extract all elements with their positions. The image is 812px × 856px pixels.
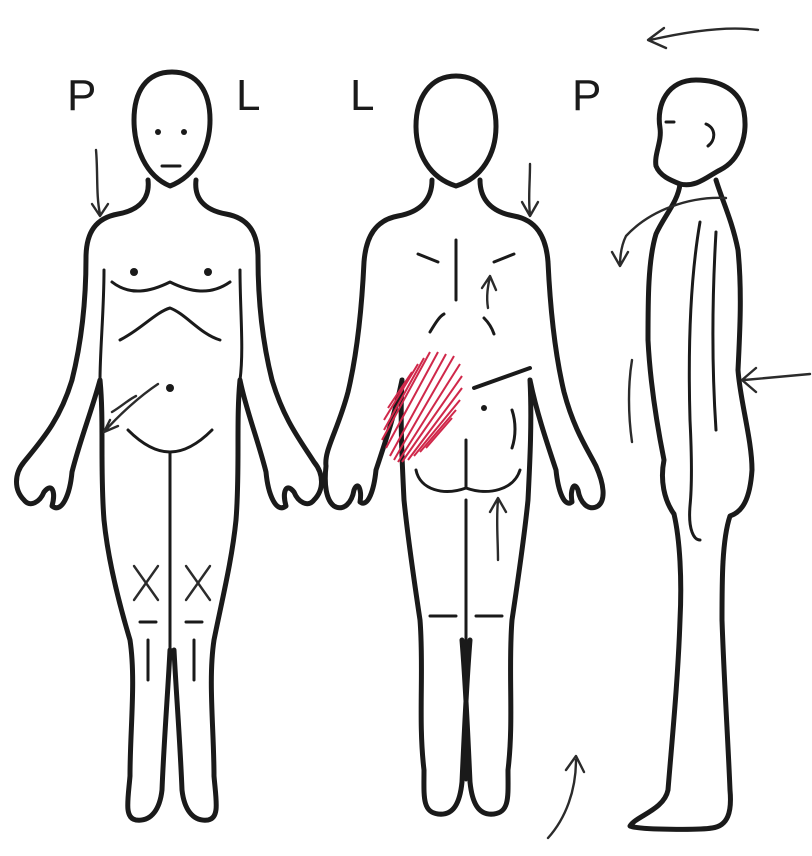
front-body-figure — [17, 72, 322, 820]
side-body-front — [630, 184, 712, 829]
arrow-up-buttock-icon — [490, 498, 506, 560]
front-outline-right — [174, 180, 322, 820]
front-head — [134, 72, 210, 186]
side-arm-back — [713, 232, 716, 430]
front-abdomen-line-mark — [629, 360, 632, 442]
back-hip-right — [512, 410, 515, 448]
front-eye-right — [181, 129, 187, 135]
back-outline-right — [462, 180, 603, 814]
front-ribcage — [120, 308, 220, 340]
label-back-right: P — [572, 71, 601, 120]
back-body-figure — [325, 76, 603, 814]
back-lumbar-dash-mark — [474, 368, 530, 388]
arrow-lower-abdomen-left-icon — [104, 384, 158, 432]
arrow-up-mid-back-icon — [482, 276, 496, 308]
front-nipple-right — [204, 268, 212, 276]
arrow-lumbar-side-icon — [742, 368, 810, 392]
back-waist-left — [430, 314, 444, 332]
side-body-figure — [630, 80, 752, 829]
back-outline-left — [325, 180, 470, 814]
curved-arrow-lower-icon — [548, 756, 584, 838]
front-inner-arm-left — [100, 270, 104, 380]
arrow-top-left-icon — [648, 28, 758, 48]
side-annotations — [612, 28, 810, 442]
front-eye-left — [155, 129, 161, 135]
front-groin — [128, 430, 212, 452]
label-front-right: P — [67, 71, 96, 120]
front-chest — [112, 282, 230, 291]
front-nipple-left — [130, 268, 138, 276]
knee-x-right-icon — [186, 566, 210, 600]
side-ear — [706, 124, 714, 146]
arrow-down-left-shoulder-icon — [92, 150, 108, 216]
arrow-down-right-shoulder-icon — [522, 164, 538, 216]
front-outline-left — [17, 180, 171, 820]
front-navel — [166, 384, 174, 392]
side-body-back — [712, 180, 752, 828]
back-head — [416, 76, 496, 186]
back-waist-right — [484, 318, 494, 334]
back-buttocks — [416, 440, 520, 491]
front-inner-arm-right — [240, 270, 242, 380]
back-scapula-left — [418, 254, 438, 262]
knee-x-left-icon — [134, 566, 158, 600]
side-arm — [689, 222, 700, 540]
back-scapula-right — [494, 254, 514, 262]
side-head — [656, 80, 745, 185]
arrow-neck-curved-icon — [612, 198, 726, 266]
label-back-left: L — [350, 71, 374, 120]
label-front-left: L — [236, 71, 260, 120]
back-dimple-right — [481, 405, 487, 411]
